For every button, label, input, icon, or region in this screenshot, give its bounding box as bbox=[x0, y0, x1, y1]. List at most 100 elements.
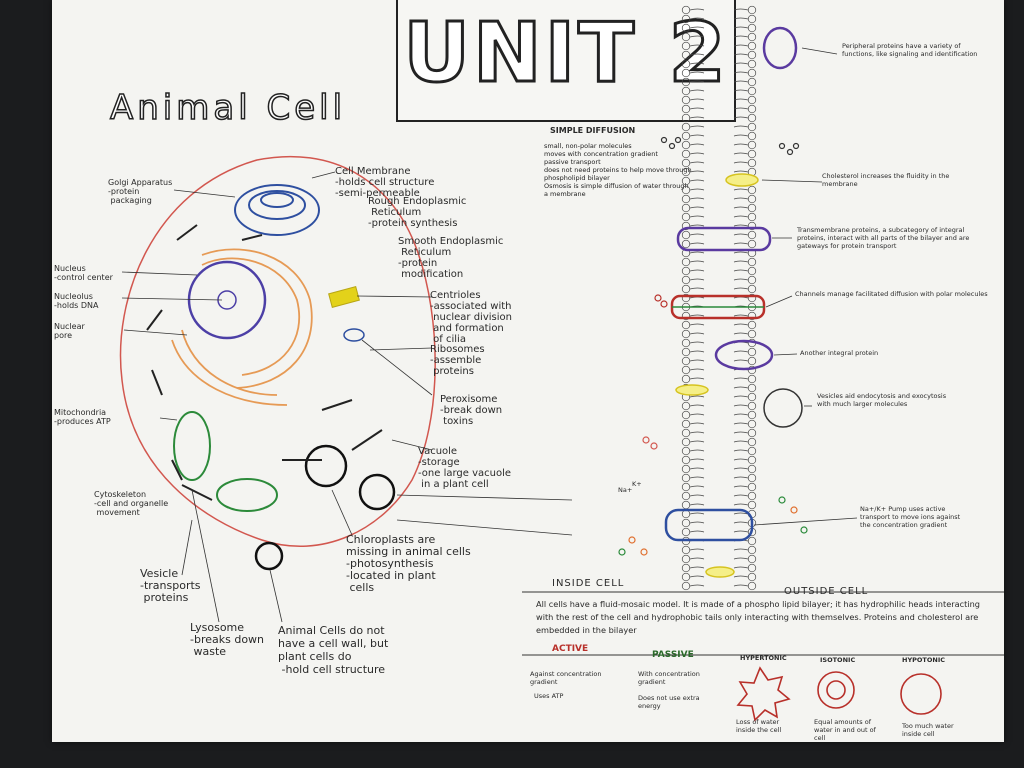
phospholipid-tail bbox=[689, 278, 705, 281]
phospholipid-head bbox=[747, 311, 757, 321]
diffusion-item: Osmosis is simple diffusion of water thr… bbox=[544, 182, 689, 198]
phospholipid-tail bbox=[689, 566, 705, 569]
label-nucleolus: Nucleolus -holds DNA bbox=[54, 292, 99, 310]
phospholipid-tail bbox=[733, 53, 749, 56]
phospholipid-tail bbox=[689, 35, 705, 38]
label-cytoskeleton: Cytoskeleton -cell and organelle movemen… bbox=[94, 490, 169, 517]
phospholipid-tail bbox=[689, 44, 705, 47]
hypertonic-cell bbox=[736, 666, 791, 722]
phospholipid-tail bbox=[733, 188, 749, 191]
phospholipid-heads bbox=[681, 5, 757, 591]
phospholipid-head bbox=[681, 113, 691, 123]
phospholipid-tail bbox=[689, 467, 705, 470]
phospholipid-tail bbox=[689, 350, 705, 353]
phospholipid-tail bbox=[733, 197, 749, 200]
phospholipid-tail bbox=[689, 341, 705, 344]
peripheral-protein bbox=[762, 26, 798, 70]
phospholipid-head bbox=[747, 446, 757, 456]
phospholipid-tail bbox=[689, 521, 705, 524]
nucleus bbox=[187, 260, 267, 340]
phospholipid-head bbox=[681, 50, 691, 60]
phospholipid-head bbox=[681, 95, 691, 105]
phospholipid-head bbox=[681, 455, 691, 465]
phospholipid-head bbox=[747, 77, 757, 87]
phospholipid-head bbox=[747, 14, 757, 24]
phospholipid-tail bbox=[733, 44, 749, 47]
inside-cell-label: INSIDE CELL bbox=[552, 578, 625, 589]
phospholipid-head bbox=[681, 473, 691, 483]
phospholipid-head bbox=[681, 572, 691, 582]
phospholipid-head bbox=[681, 320, 691, 330]
isotonic-header: ISOTONIC bbox=[820, 656, 856, 664]
phospholipid-tail bbox=[689, 125, 705, 128]
phospholipid-tail bbox=[733, 35, 749, 38]
phospholipid-head bbox=[747, 545, 757, 555]
phospholipid-head bbox=[681, 437, 691, 447]
phospholipid-head bbox=[681, 221, 691, 231]
phospholipid-tail bbox=[733, 422, 749, 425]
phospholipid-tail bbox=[733, 467, 749, 470]
centrioles bbox=[328, 286, 360, 308]
phospholipid-tail bbox=[733, 287, 749, 290]
phospholipid-head bbox=[681, 491, 691, 501]
phospholipid-tail bbox=[733, 377, 749, 380]
phospholipid-head bbox=[747, 347, 757, 357]
label-cell-membrane: Cell Membrane -holds cell structure -sem… bbox=[335, 166, 435, 199]
phospholipid-tail bbox=[689, 359, 705, 362]
phospholipid-tail bbox=[733, 566, 749, 569]
phospholipid-tail bbox=[733, 575, 749, 578]
active-item: Uses ATP bbox=[534, 692, 564, 700]
phospholipid-tail bbox=[689, 575, 705, 578]
phospholipid-tail bbox=[733, 521, 749, 524]
phospholipid-head bbox=[681, 509, 691, 519]
label-vesicle: Vesicle -transports proteins bbox=[140, 567, 201, 604]
phospholipid-head bbox=[747, 392, 757, 402]
diffusion-item: moves with concentration gradient bbox=[544, 150, 658, 158]
phospholipid-head bbox=[681, 158, 691, 168]
label-chloroplasts: Chloroplasts are missing in animal cells… bbox=[346, 533, 471, 594]
phospholipid-head bbox=[747, 482, 757, 492]
phospholipid-head bbox=[747, 500, 757, 510]
phospholipid-tail bbox=[689, 413, 705, 416]
phospholipid-tail bbox=[689, 530, 705, 533]
label-peroxisome: Peroxisome -break down toxins bbox=[440, 394, 503, 427]
phospholipid-tail bbox=[689, 332, 705, 335]
phospholipid-head bbox=[747, 320, 757, 330]
phospholipid-head bbox=[681, 5, 691, 15]
hypotonic-header: HYPOTONIC bbox=[902, 656, 946, 664]
phospholipid-tail bbox=[689, 179, 705, 182]
phospholipid-head bbox=[681, 59, 691, 69]
phospholipid-head bbox=[747, 212, 757, 222]
fluid-mosaic-text: All cells have a fluid-mosaic model. It … bbox=[536, 599, 980, 635]
phospholipid-tail bbox=[689, 251, 705, 254]
phospholipid-tail bbox=[689, 323, 705, 326]
passive-item: Does not use extra energy bbox=[638, 694, 700, 710]
label-golgi: Golgi Apparatus -protein packaging bbox=[108, 178, 173, 205]
na-k-pump bbox=[664, 508, 754, 542]
phospholipid-head bbox=[681, 176, 691, 186]
molecules bbox=[618, 136, 808, 556]
phospholipid-tail bbox=[689, 8, 705, 11]
phospholipid-head bbox=[681, 266, 691, 276]
label-rough-er: Rough Endoplasmic Reticulum -protein syn… bbox=[368, 196, 467, 229]
phospholipid-head bbox=[747, 491, 757, 501]
phospholipid-tail bbox=[689, 242, 705, 245]
phospholipid-head bbox=[747, 59, 757, 69]
phospholipid-head bbox=[681, 401, 691, 411]
phospholipid-tail bbox=[689, 17, 705, 20]
phospholipid-head bbox=[747, 329, 757, 339]
phospholipid-head bbox=[681, 356, 691, 366]
phospholipid-tail bbox=[733, 62, 749, 65]
phospholipid-tail bbox=[689, 485, 705, 488]
phospholipid-head bbox=[747, 257, 757, 267]
phospholipid-tail bbox=[733, 143, 749, 146]
phospholipid-head bbox=[747, 95, 757, 105]
phospholipid-tail bbox=[733, 125, 749, 128]
phospholipid-head bbox=[747, 410, 757, 420]
phospholipid-head bbox=[747, 113, 757, 123]
phospholipid-head bbox=[747, 194, 757, 204]
phospholipid-head bbox=[747, 455, 757, 465]
phospholipid-tail bbox=[733, 512, 749, 515]
phospholipid-tail bbox=[733, 413, 749, 416]
phospholipid-head bbox=[747, 230, 757, 240]
